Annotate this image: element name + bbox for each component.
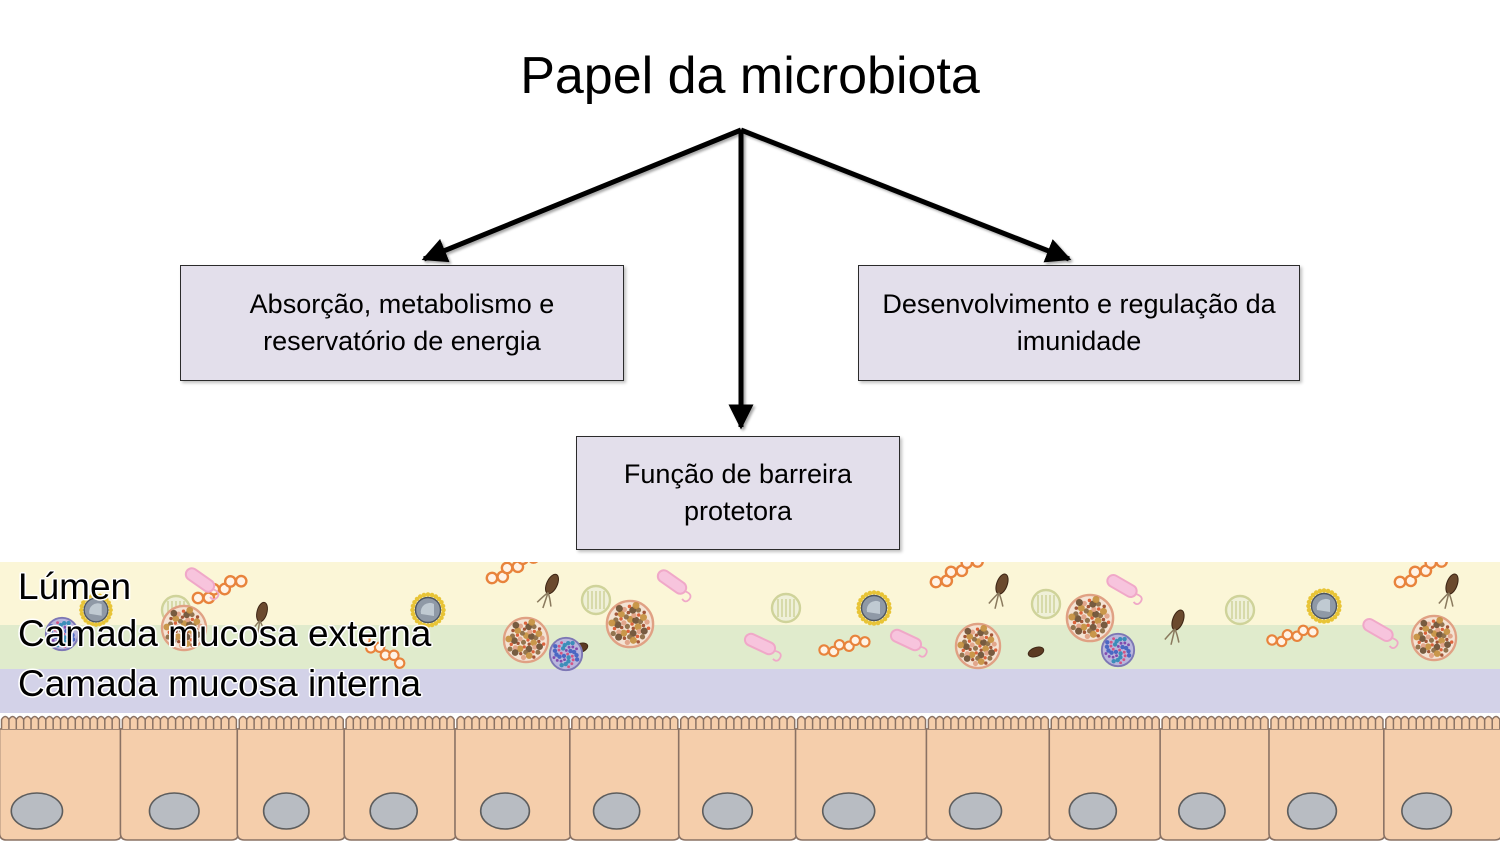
cell-nucleus xyxy=(1401,792,1453,830)
node-box-absorption[interactable]: Absorção, metabolismo e reservatório de … xyxy=(180,265,624,381)
microbe-coccus-chain xyxy=(359,634,406,669)
epithelial-cell xyxy=(677,715,798,841)
microbe-rod-flagella xyxy=(536,573,559,609)
microbe-mottled-sphere xyxy=(1065,593,1115,643)
microbe-coccus-chain xyxy=(1266,624,1319,648)
epithelial-cell xyxy=(0,715,123,841)
epithelial-cell xyxy=(925,715,1052,841)
epithelial-cell xyxy=(119,715,240,841)
node-box-immunity[interactable]: Desenvolvimento e regulação da imunidade xyxy=(858,265,1300,381)
microbe-brown-bean xyxy=(1027,646,1045,658)
layer-label-outer-mucus: Camada mucosa externa xyxy=(18,613,432,654)
microbe-pink-rod xyxy=(1362,618,1399,650)
cell-nucleus xyxy=(1286,792,1338,830)
cell-nucleus xyxy=(592,792,641,830)
microbe-coccus-chain xyxy=(929,562,984,589)
microbe-coccus-chain xyxy=(1393,562,1448,589)
microbiota-illustrations xyxy=(44,562,1459,672)
microbe-rod-flagella xyxy=(250,601,268,637)
epithelial-cell xyxy=(343,715,457,841)
microbe-rod-flagella xyxy=(1438,573,1459,609)
cell-nucleus xyxy=(148,792,200,830)
microbe-pink-rod xyxy=(1106,574,1143,606)
layer-inner-mucus xyxy=(0,669,1500,713)
cell-nucleus xyxy=(10,792,64,830)
microbe-coccus-chain xyxy=(191,574,248,605)
microbe-disc xyxy=(770,592,802,624)
cell-nucleus xyxy=(701,792,754,830)
arrow-to-right xyxy=(740,127,1072,263)
microbe-pink-rod xyxy=(889,628,928,658)
cell-nucleus xyxy=(262,792,310,830)
arrow-to-left xyxy=(421,127,742,263)
epithelial-cell xyxy=(1383,715,1500,841)
node-box-barrier[interactable]: Função de barreira protetora xyxy=(576,436,900,550)
microbe-disc xyxy=(580,584,612,616)
page-title: Papel da microbiota xyxy=(520,47,980,105)
microbe-spiky-virus xyxy=(856,590,892,626)
microbe-spiky-virus xyxy=(79,593,113,627)
microbe-mottled-sphere xyxy=(160,604,208,652)
microbe-mottled-sphere xyxy=(1410,614,1458,662)
cell-nucleus xyxy=(821,792,876,830)
microbe-spiky-virus xyxy=(410,592,446,628)
microbe-mottled-sphere xyxy=(502,616,550,664)
microbe-coccus-chain xyxy=(818,634,871,658)
layer-label-lumen: Lúmen xyxy=(18,566,132,607)
microbe-rod-flagella xyxy=(988,573,1009,609)
microbe-mottled-sphere xyxy=(605,599,655,649)
microbe-pink-rod xyxy=(743,632,782,662)
microbe-disc xyxy=(1030,588,1062,620)
gut-cross-section-diagram: Lúmen Camada mucosa externa Camada mucos… xyxy=(0,562,1500,844)
cell-nucleus xyxy=(479,792,531,830)
microbe-mottled-sphere xyxy=(954,622,1002,670)
node-box-immunity-label: Desenvolvimento e regulação da imunidade xyxy=(882,288,1276,356)
microbe-blue-sphere xyxy=(1100,632,1136,668)
node-box-absorption-label: Absorção, metabolismo e reservatório de … xyxy=(249,288,555,356)
epithelial-cell xyxy=(794,715,929,841)
microbe-pink-rod xyxy=(656,569,692,603)
microbe-rod-flagella xyxy=(1164,609,1185,645)
layer-label-inner-mucus: Camada mucosa interna xyxy=(18,663,422,704)
epithelial-cell xyxy=(569,715,681,841)
microbe-blue-sphere xyxy=(548,636,584,672)
epithelial-cell xyxy=(1048,715,1163,841)
microbe-spiky-virus xyxy=(1306,588,1342,624)
microbe-disc xyxy=(1224,594,1256,626)
microbe-blue-sphere xyxy=(44,616,80,652)
epithelial-cell xyxy=(1268,715,1386,841)
cell-nucleus xyxy=(369,792,418,830)
cell-nucleus xyxy=(1068,792,1118,830)
microbe-coccus-chain xyxy=(485,562,540,585)
epithelial-cell xyxy=(236,715,347,841)
cell-nucleus xyxy=(948,792,1003,830)
node-box-barrier-label: Função de barreira protetora xyxy=(623,458,853,526)
epithelial-cell xyxy=(1159,715,1271,841)
microbe-pink-rod xyxy=(184,567,220,601)
cell-nucleus xyxy=(1178,792,1226,830)
epithelial-cell xyxy=(454,715,572,841)
epithelial-cell-row xyxy=(0,715,1500,841)
